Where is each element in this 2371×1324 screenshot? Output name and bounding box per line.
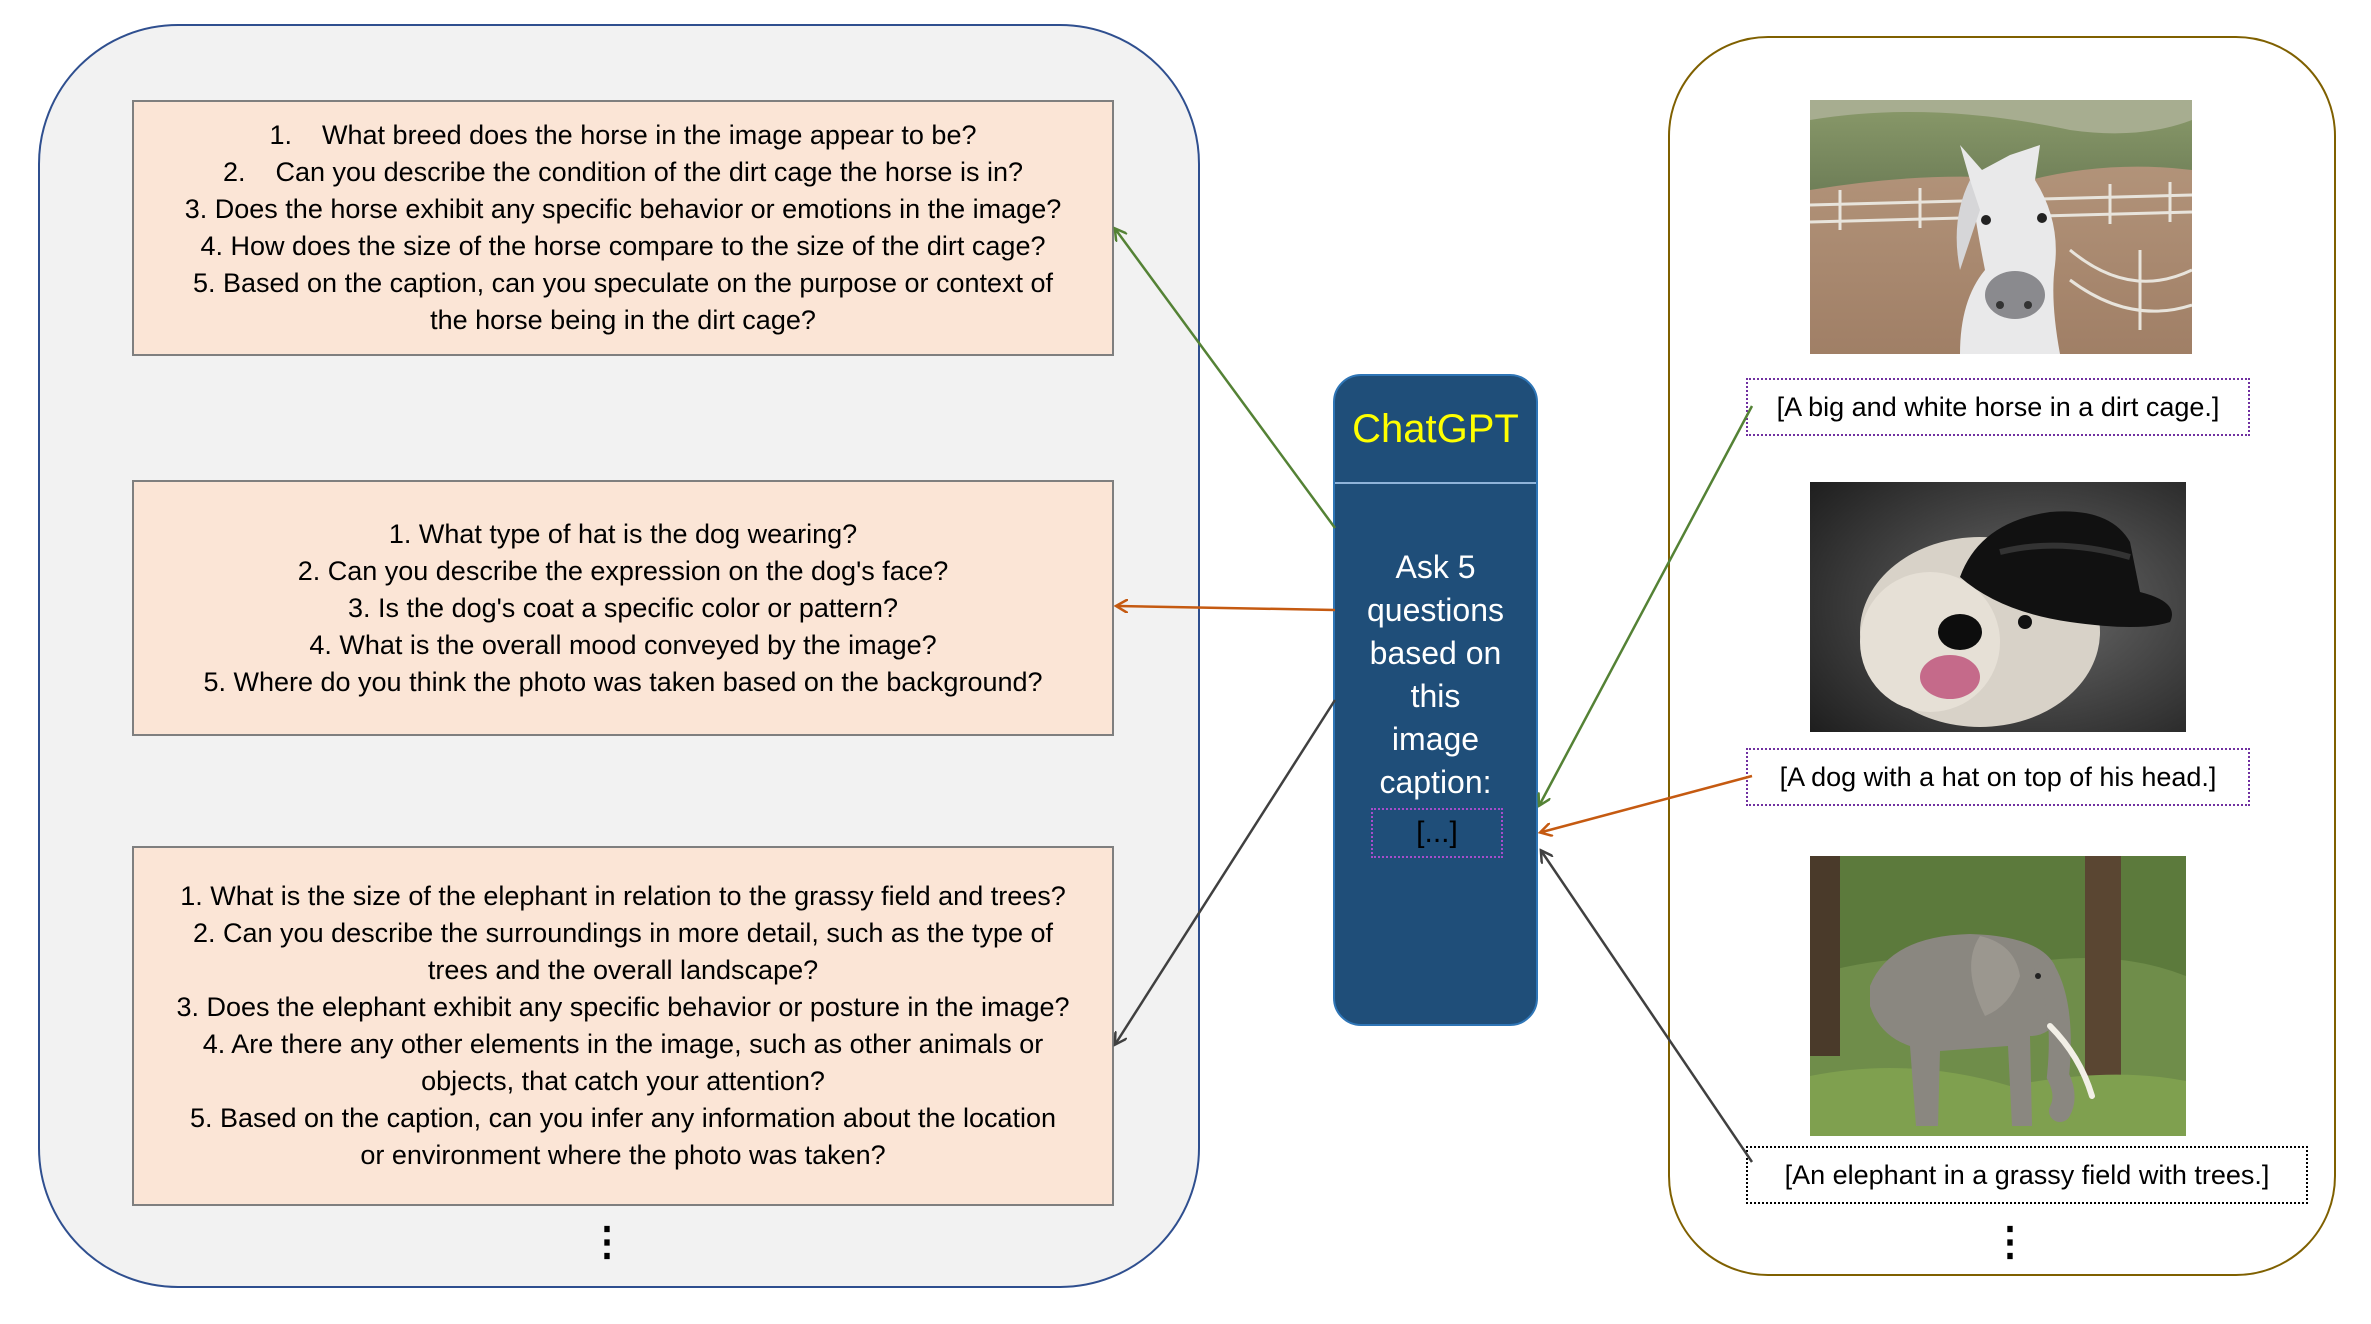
question-line: 4. How does the size of the horse compar…: [200, 231, 1046, 261]
arrow-chatgpt-to-elephant-questions: [1116, 699, 1337, 1043]
arrow-chatgpt-to-dog-questions: [1118, 606, 1336, 610]
ellipsis-right: ⋮: [1990, 1220, 2030, 1264]
prompt-line: Ask 5: [1395, 549, 1476, 585]
question-box-elephant: 1. What is the size of the elephant in r…: [132, 846, 1114, 1206]
question-line: or environment where the photo was taken…: [360, 1140, 886, 1170]
question-line: 1. What breed does the horse in the imag…: [269, 120, 977, 150]
chatgpt-box: ChatGPT Ask 5 questions based on this im…: [1333, 374, 1538, 1026]
question-line: trees and the overall landscape?: [427, 955, 819, 985]
question-line: 3. Is the dog's coat a specific color or…: [348, 592, 898, 623]
caption-horse: [A big and white horse in a dirt cage.]: [1746, 378, 2250, 436]
dog-photo: [1810, 482, 2186, 732]
elephant-photo: [1810, 856, 2186, 1136]
horse-photo: [1810, 100, 2192, 354]
caption-placeholder: [...]: [1371, 808, 1503, 858]
question-line: 1. What is the size of the elephant in r…: [180, 881, 1066, 911]
question-line: 1. What type of hat is the dog wearing?: [388, 518, 858, 549]
arrow-horse-caption-to-chatgpt: [1540, 405, 1754, 804]
caption-dog: [A dog with a hat on top of his head.]: [1746, 748, 2250, 806]
question-line: 3. Does the elephant exhibit any specifi…: [176, 992, 1070, 1022]
question-line: 2. Can you describe the expression on th…: [297, 555, 949, 586]
caption-elephant: [An elephant in a grassy field with tree…: [1746, 1146, 2308, 1204]
question-line: 5. Based on the caption, can you infer a…: [189, 1103, 1057, 1133]
prompt-line: based on: [1369, 635, 1502, 671]
prompt-line: this: [1410, 678, 1461, 714]
chatgpt-title: ChatGPT: [1335, 376, 1536, 484]
arrow-elephant-caption-to-chatgpt: [1542, 852, 1754, 1163]
question-line: 4. Are there any other elements in the i…: [202, 1029, 1044, 1059]
question-line: 5. Where do you think the photo was take…: [203, 666, 1043, 697]
prompt-line: questions: [1367, 592, 1504, 628]
question-line: 2. Can you describe the surroundings in …: [193, 918, 1053, 948]
question-box-horse: 1. What breed does the horse in the imag…: [132, 100, 1114, 356]
chatgpt-prompt: Ask 5 questions based on this image capt…: [1335, 546, 1536, 804]
question-line: 3. Does the horse exhibit any specific b…: [184, 194, 1062, 224]
arrow-chatgpt-to-horse-questions: [1116, 230, 1337, 529]
question-line: 4. What is the overall mood conveyed by …: [309, 629, 937, 660]
question-line: objects, that catch your attention?: [421, 1066, 825, 1096]
question-line: the horse being in the dirt cage?: [430, 305, 816, 335]
question-line: 5. Based on the caption, can you specula…: [192, 268, 1054, 298]
question-line: 2. Can you describe the condition of the…: [223, 157, 1023, 187]
question-box-dog: 1. What type of hat is the dog wearing? …: [132, 480, 1114, 736]
prompt-line: caption:: [1379, 764, 1492, 800]
ellipsis-left: ⋮: [587, 1220, 627, 1264]
prompt-line: image: [1391, 721, 1480, 757]
arrow-dog-caption-to-chatgpt: [1542, 774, 1753, 832]
